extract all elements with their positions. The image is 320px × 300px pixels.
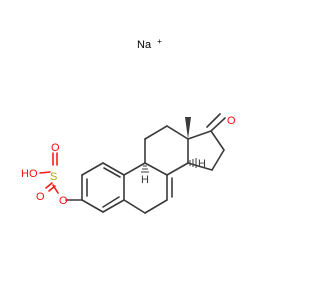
ring-d [187, 130, 225, 171]
hydroxyl-label: HO [21, 168, 38, 180]
ring-c [144, 125, 189, 176]
sodium-charge: + [157, 37, 162, 46]
h9-label: H [141, 174, 149, 186]
h14-label: H [198, 158, 206, 170]
sulfate-bonds [39, 152, 83, 201]
ring-a-aromatic [81, 162, 125, 213]
ketone-oxygen-label: O [227, 115, 236, 127]
ester-oxygen-label: O [59, 195, 68, 207]
ring-b [123, 162, 173, 214]
h9-hashed-bond [141, 165, 149, 173]
methyl-wedge [185, 117, 191, 139]
sulfonyl-oxygen-bottom-label: O [36, 191, 45, 203]
structure-canvas: O H H O S O O HO Na + [21, 37, 236, 214]
h14-hashed-bond [189, 158, 197, 168]
sodium-ion-label: Na + [137, 37, 162, 51]
ketone-group [206, 113, 226, 132]
sulfur-label: S [50, 171, 57, 183]
sodium-symbol: Na [137, 39, 152, 51]
sulfonyl-oxygen-top-label: O [51, 142, 60, 154]
